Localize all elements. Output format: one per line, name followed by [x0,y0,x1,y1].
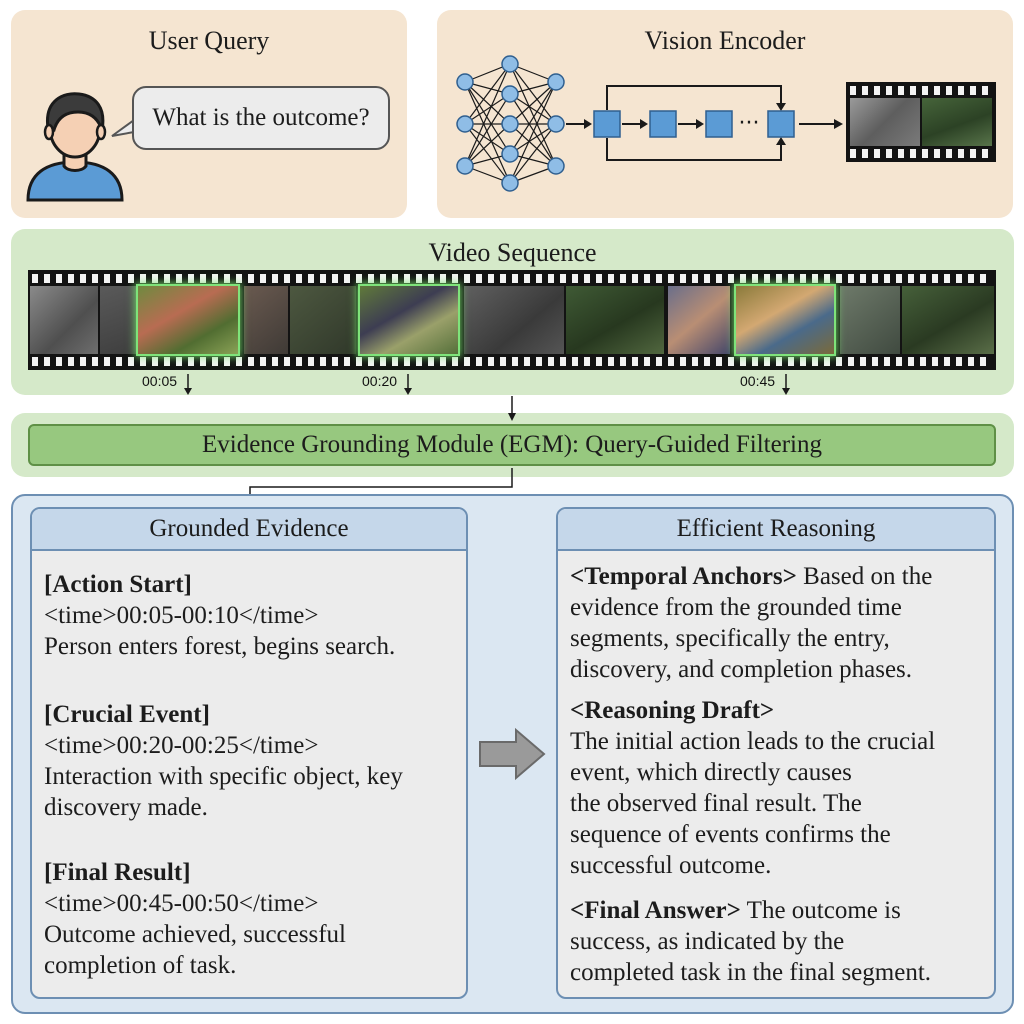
query-text: What is the outcome? [152,104,370,131]
reasoning-text: event, which directly causes [570,759,852,786]
evidence-heading: [Action Start] [44,571,192,598]
timestamp-label: 00:05 [142,373,178,389]
video-frame [840,286,900,354]
timestamp-label: 00:20 [362,373,398,389]
evidence-item-action-start: [Action Start] <time>00:05-00:10</time> … [44,569,395,662]
reasoning-draft: <Reasoning Draft> The initial action lea… [570,695,986,881]
video-frame [290,286,356,354]
encoder-output-filmstrip [846,82,996,162]
efficient-reasoning-card: Efficient Reasoning <Temporal Anchors> B… [556,507,996,999]
egm-label: Evidence Grounding Module (EGM): Query-G… [201,431,822,458]
evidence-heading: [Final Result] [44,859,191,886]
reasoning-text: completed task in the final segment. [570,959,932,986]
timestamp-arrows [184,374,790,395]
reasoning-text: sequence of events confirms the [570,821,891,848]
egm-module-bar: Evidence Grounding Module (EGM): Query-G… [28,424,996,466]
reasoning-text: The outcome is [740,897,901,924]
reasoning-text: Based on the [796,563,933,590]
evidence-description: Outcome achieved, successful [44,921,346,948]
grounded-evidence-card: Grounded Evidence [Action Start] <time>0… [30,507,468,999]
video-frame [100,286,136,354]
reasoning-temporal-anchors: <Temporal Anchors> Based on the evidence… [570,561,986,685]
efficient-reasoning-title: Efficient Reasoning [558,509,994,551]
encoded-frame [850,98,920,146]
vision-encoder-title: Vision Encoder [644,26,806,55]
video-frame [902,286,994,354]
evidence-time: <time>00:20-00:25</time> [44,732,319,759]
user-avatar-icon [26,92,124,202]
evidence-description: Person enters forest, begins search. [44,633,396,660]
evidence-time: <time>00:05-00:10</time> [44,602,319,629]
reasoning-text: segments, specifically the entry, [570,625,890,652]
evidence-description: completion of task. [44,952,237,979]
encoded-frame [922,98,992,146]
reasoning-text: the observed final result. The [570,790,862,817]
timestamp-label: 00:45 [740,373,776,389]
highlighted-frame-0045 [736,286,834,354]
flow-connectors [246,396,516,507]
vision-encoder-network-diagram: ··· [456,55,843,192]
evidence-time: <time>00:45-00:50</time> [44,890,319,917]
video-frame [464,286,564,354]
highlighted-frame-0005 [138,286,238,354]
evidence-heading: [Crucial Event] [44,701,210,728]
reasoning-text: The initial action leads to the crucial [570,728,936,755]
video-frame [244,286,288,354]
reasoning-tag: <Final Answer> [570,897,741,924]
evidence-description: Interaction with specific object, key [44,763,403,790]
gray-right-arrow-icon [479,727,546,781]
grounded-evidence-title: Grounded Evidence [32,509,466,551]
speech-bubble-tail [111,119,135,137]
reasoning-text: evidence from the grounded time [570,594,902,621]
video-sequence-title: Video Sequence [428,238,597,267]
reasoning-text: success, as indicated by the [570,928,845,955]
highlighted-frame-0020 [360,286,458,354]
query-speech-bubble: What is the outcome? [132,86,390,150]
video-frame [30,286,98,354]
evidence-item-final-result: [Final Result] <time>00:45-00:50</time> … [44,857,346,981]
reasoning-final-answer: <Final Answer> The outcome is success, a… [570,895,986,988]
user-query-title: User Query [148,26,270,55]
video-frame [668,286,730,354]
evidence-item-crucial-event: [Crucial Event] <time>00:20-00:25</time>… [44,699,403,823]
video-filmstrip [28,270,996,370]
reasoning-text: discovery, and completion phases. [570,656,913,683]
encoder-ellipsis: ··· [739,111,760,136]
reasoning-tag: <Temporal Anchors> [570,563,797,590]
reasoning-text: successful outcome. [570,852,772,879]
evidence-description: discovery made. [44,794,208,821]
video-frame [566,286,664,354]
reasoning-tag: <Reasoning Draft> [570,697,775,724]
